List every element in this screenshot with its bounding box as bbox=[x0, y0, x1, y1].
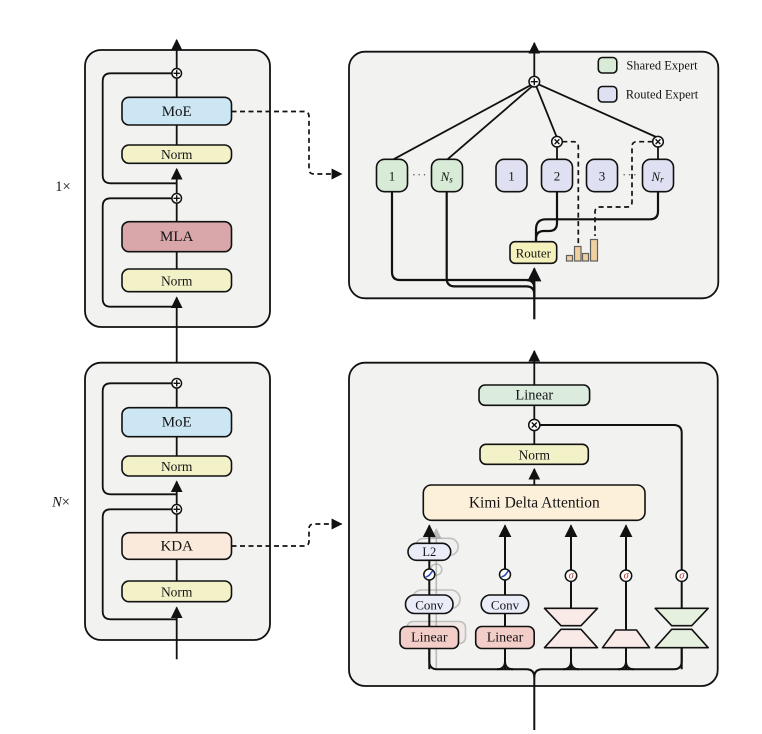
mla-label: MLA bbox=[160, 229, 194, 245]
activation-icon bbox=[423, 568, 436, 581]
norm-label: Norm bbox=[161, 459, 193, 474]
gating-dashed-lines bbox=[562, 140, 653, 246]
shared-expert-label: 1 bbox=[389, 168, 396, 183]
norm-label: Norm bbox=[161, 584, 193, 599]
ellipsis: ··· bbox=[622, 167, 638, 182]
svg-text:σ: σ bbox=[679, 570, 685, 581]
multiply-icon bbox=[651, 135, 665, 148]
residual-loop bbox=[101, 197, 177, 308]
residual-loop bbox=[101, 508, 177, 621]
norm-box bbox=[479, 443, 590, 466]
norm-label: Norm bbox=[161, 273, 193, 288]
flow-lines bbox=[393, 41, 659, 161]
repeat-count-label: 1× bbox=[55, 179, 70, 195]
mla-box bbox=[121, 220, 233, 253]
shared-expert-label: Ns bbox=[440, 168, 454, 184]
routed-expert-legend-label: Routed Expert bbox=[626, 88, 699, 102]
flow-lines bbox=[528, 405, 683, 571]
sigma-gate-icon: σ bbox=[675, 569, 689, 583]
add-icon bbox=[171, 67, 183, 79]
moe-label: MoE bbox=[162, 104, 192, 120]
output-linear-label: Linear bbox=[515, 388, 553, 404]
lowrank-trapezoid-pink bbox=[601, 629, 651, 649]
add-icon bbox=[528, 75, 541, 88]
routed-expert-label: Nr bbox=[650, 168, 664, 184]
moe-box bbox=[121, 406, 233, 438]
output-gate-line bbox=[540, 424, 683, 571]
norm-box bbox=[121, 580, 233, 603]
residual-loop bbox=[101, 382, 177, 496]
detail-connectors bbox=[231, 110, 343, 547]
routed-expert-label: 3 bbox=[599, 168, 606, 183]
transformer-block-mla: MoE Norm MLA Norm 1× bbox=[55, 38, 271, 379]
legend: Shared Expert Routed Expert bbox=[597, 56, 699, 103]
lowrank-bowtie-pink bbox=[543, 607, 599, 649]
svg-text:σ: σ bbox=[569, 570, 575, 581]
routed-expert-box bbox=[585, 158, 619, 193]
norm-label: Norm bbox=[519, 447, 551, 462]
linear-label: Linear bbox=[411, 631, 448, 646]
residual-loop bbox=[101, 72, 177, 185]
kda-label: KDA bbox=[160, 539, 193, 555]
linear-label: Linear bbox=[487, 631, 524, 646]
norm-box bbox=[121, 144, 233, 165]
shared-expert-swatch bbox=[597, 56, 618, 74]
router-box bbox=[509, 240, 558, 265]
norm-box bbox=[121, 455, 233, 477]
multiply-icon bbox=[527, 418, 541, 432]
conv-box bbox=[404, 594, 454, 615]
router-label: Router bbox=[516, 245, 552, 260]
kimi-delta-attention-label: Kimi Delta Attention bbox=[469, 495, 600, 512]
ellipsis: ··· bbox=[412, 167, 428, 182]
norm-label: Norm bbox=[161, 147, 193, 162]
l2-norm-label: L2 bbox=[422, 545, 436, 559]
conv-label: Conv bbox=[491, 597, 520, 612]
multiply-icon bbox=[550, 135, 564, 148]
routed-expert-box bbox=[495, 158, 528, 193]
conv-box bbox=[480, 594, 530, 615]
input-collector bbox=[428, 647, 683, 730]
kda-detail-panel: Linear Norm Kimi Delta Attention bbox=[348, 349, 719, 730]
l2-norm-box bbox=[407, 542, 452, 562]
add-icon bbox=[171, 377, 183, 389]
sigma-gate-icon: σ bbox=[564, 569, 578, 583]
repeat-count-label: N× bbox=[51, 495, 70, 511]
routed-expert-swatch bbox=[597, 85, 618, 103]
kimi-delta-attention-box bbox=[422, 484, 646, 522]
lowrank-bowtie-green bbox=[654, 607, 710, 649]
shared-expert-legend-label: Shared Expert bbox=[626, 59, 698, 73]
moe-label: MoE bbox=[162, 415, 192, 431]
add-icon bbox=[171, 503, 183, 515]
routed-expert-label: 1 bbox=[508, 168, 515, 183]
sigma-gate-icon: σ bbox=[619, 569, 633, 583]
router-weights-bar-chart bbox=[565, 238, 599, 262]
moe-detail-connector-arrow bbox=[231, 110, 343, 180]
transformer-block-kda: MoE Norm KDA Norm N× bbox=[51, 361, 271, 660]
add-icon bbox=[171, 192, 183, 204]
conv-label: Conv bbox=[415, 597, 444, 612]
activation-icon bbox=[498, 568, 512, 581]
svg-text:σ: σ bbox=[624, 570, 630, 581]
kda-detail-connector-arrow bbox=[231, 518, 343, 547]
routed-expert-label: 2 bbox=[554, 168, 561, 183]
norm-box bbox=[121, 268, 233, 293]
moe-detail-panel: Shared Expert Routed Expert 1 ··· Ns 1 2… bbox=[348, 41, 720, 320]
